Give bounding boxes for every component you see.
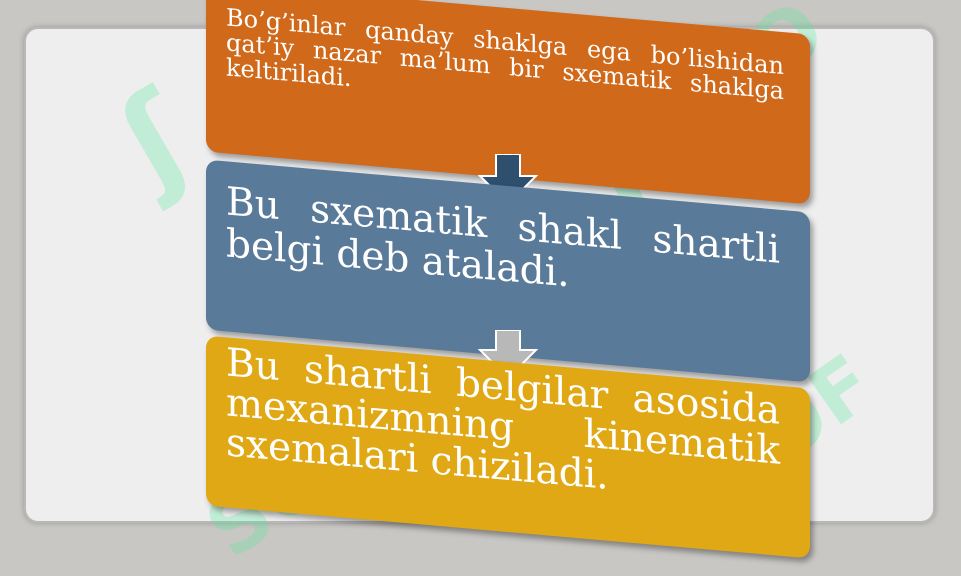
- flow-box-1-text: Bo’g’inlar qanday shaklga ega bo’lishida…: [226, 3, 784, 106]
